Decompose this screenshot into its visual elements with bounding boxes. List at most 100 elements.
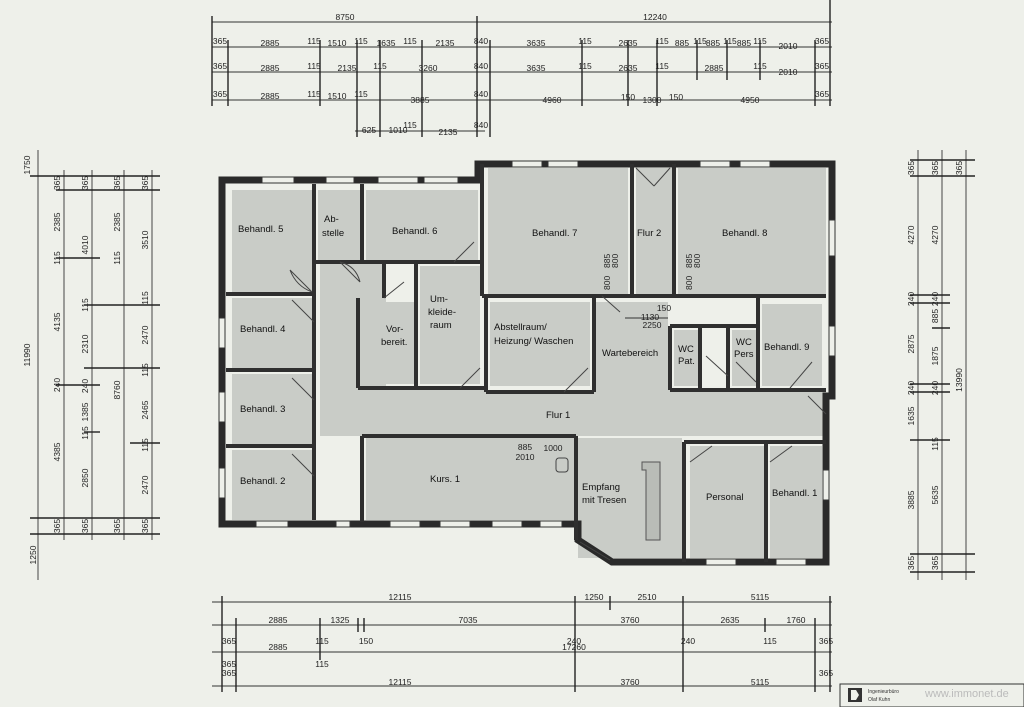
dim-label: 150 <box>669 92 683 102</box>
dim-label: 150 <box>359 636 373 646</box>
dim-label: 4270 <box>930 225 940 244</box>
room-abstellraum <box>490 302 590 386</box>
dim-label: 4010 <box>80 235 90 254</box>
dim-label: 840 <box>474 61 488 71</box>
dim-label: 2310 <box>80 334 90 353</box>
dim-label: 2135 <box>436 38 455 48</box>
room-empfang <box>578 438 682 558</box>
dim-label: 1250 <box>28 545 38 564</box>
label-abstellraum-line2: Heizung/ Waschen <box>494 336 573 347</box>
dim-label: 115 <box>753 61 767 71</box>
dim-label: 115 <box>655 61 669 71</box>
dim-label: 885 <box>675 38 689 48</box>
right-dimension-chain: 365 4270 240 2875 240 1635 3885 365 365 … <box>906 150 975 580</box>
inner-dimensions: 800 885 800 800 885 800 150 1130 2250 88… <box>516 254 702 462</box>
label-behandl-9: Behandl. 9 <box>764 342 809 353</box>
label-behandl-4: Behandl. 4 <box>240 324 285 335</box>
dim-label: 840 <box>474 36 488 46</box>
label-umkleide-line1: Um- <box>430 294 448 305</box>
dim-label: 365 <box>213 36 227 46</box>
label-wartebereich: Wartebereich <box>602 348 658 359</box>
dim-label: 3885 <box>411 95 430 105</box>
dim-label: 2850 <box>80 468 90 487</box>
label-flur-1: Flur 1 <box>546 410 570 421</box>
dim-label: 625 <box>362 125 376 135</box>
dim-label: 4950 <box>741 95 760 105</box>
dim-label: 1635 <box>377 38 396 48</box>
dim-label: 4270 <box>906 225 916 244</box>
dim-label: 3635 <box>527 38 546 48</box>
dim-label: 3760 <box>621 677 640 687</box>
dim-label: 8760 <box>112 380 122 399</box>
dim-label: 365 <box>140 176 150 190</box>
dim-label: 240 <box>930 292 940 306</box>
inner-walls <box>226 164 826 562</box>
dim-label: 365 <box>930 161 940 175</box>
label-behandl-5: Behandl. 5 <box>238 224 283 235</box>
company-name-line1: Ingenieurbüro <box>868 689 899 695</box>
dim-top-12240: 12240 <box>643 12 667 22</box>
dim-label: 2635 <box>619 38 638 48</box>
dim-label: 5115 <box>751 592 770 602</box>
dim-label: 115 <box>578 61 592 71</box>
room-behandl-4 <box>232 298 314 368</box>
dim-label: 2885 <box>269 615 288 625</box>
dim-label: 115 <box>354 36 368 46</box>
watermark: www.immonet.de <box>924 688 1009 700</box>
label-empfang-line1: Empfang <box>582 482 620 493</box>
dim-top-8750: 8750 <box>336 12 355 22</box>
dim-label: 115 <box>753 36 767 46</box>
dim-label: 2470 <box>140 475 150 494</box>
room-vorbereit <box>362 302 414 384</box>
dim-label: 365 <box>213 89 227 99</box>
dim-label: 240 <box>930 381 940 395</box>
dim-label: 115 <box>315 659 329 669</box>
dim-label: 115 <box>723 36 737 46</box>
dim-label: 115 <box>307 89 321 99</box>
windows <box>218 160 836 566</box>
room-personal <box>690 446 764 558</box>
dim-label: 800 <box>684 276 694 290</box>
dim-label: 1875 <box>930 346 940 365</box>
dim-label: 885 <box>737 38 751 48</box>
label-wc-pat-line2: Pat. <box>678 356 695 367</box>
dim-label: 240 <box>681 636 695 646</box>
dim-label: 365 <box>52 176 62 190</box>
room-behandl-1 <box>770 446 822 558</box>
dim-label: 115 <box>763 636 777 646</box>
dim-label: 365 <box>815 89 829 99</box>
dim-label: 240 <box>567 636 581 646</box>
dim-label: 2885 <box>261 91 280 101</box>
dim-label: 365 <box>954 161 964 175</box>
dim-label: 1325 <box>331 615 350 625</box>
dim-label: 2010 <box>516 452 535 462</box>
sink-icon <box>555 457 569 473</box>
dim-label: 3635 <box>527 63 546 73</box>
company-name-line2: Olaf Kuhn <box>868 697 890 703</box>
dim-label: 1250 <box>585 592 604 602</box>
dim-label: 1510 <box>328 91 347 101</box>
dim-label: 115 <box>80 426 90 440</box>
dim-label: 4385 <box>52 442 62 461</box>
dim-label: 2635 <box>721 615 740 625</box>
dim-label: 365 <box>112 176 122 190</box>
dim-label: 840 <box>474 120 488 130</box>
dim-label: 2250 <box>643 320 662 330</box>
room-behandl-8 <box>678 168 826 294</box>
dim-label: 365 <box>819 668 833 678</box>
dim-label: 800 <box>610 254 620 268</box>
dim-label: 1300 <box>643 95 662 105</box>
dim-label: 800 <box>692 254 702 268</box>
dim-label: 150 <box>621 92 635 102</box>
dim-label: 2885 <box>261 38 280 48</box>
label-wc-pat-line1: WC <box>678 344 694 355</box>
dim-label: 1635 <box>906 406 916 425</box>
dim-label: 365 <box>815 61 829 71</box>
dim-label: 115 <box>307 36 321 46</box>
dim-label: 115 <box>140 438 150 452</box>
room-abstelle <box>318 190 360 260</box>
left-dimension-chain: 1750 11990 1250 365 2385 115 4135 240 43… <box>22 150 160 580</box>
dim-label: 2875 <box>906 334 916 353</box>
dim-label: 115 <box>307 61 321 71</box>
